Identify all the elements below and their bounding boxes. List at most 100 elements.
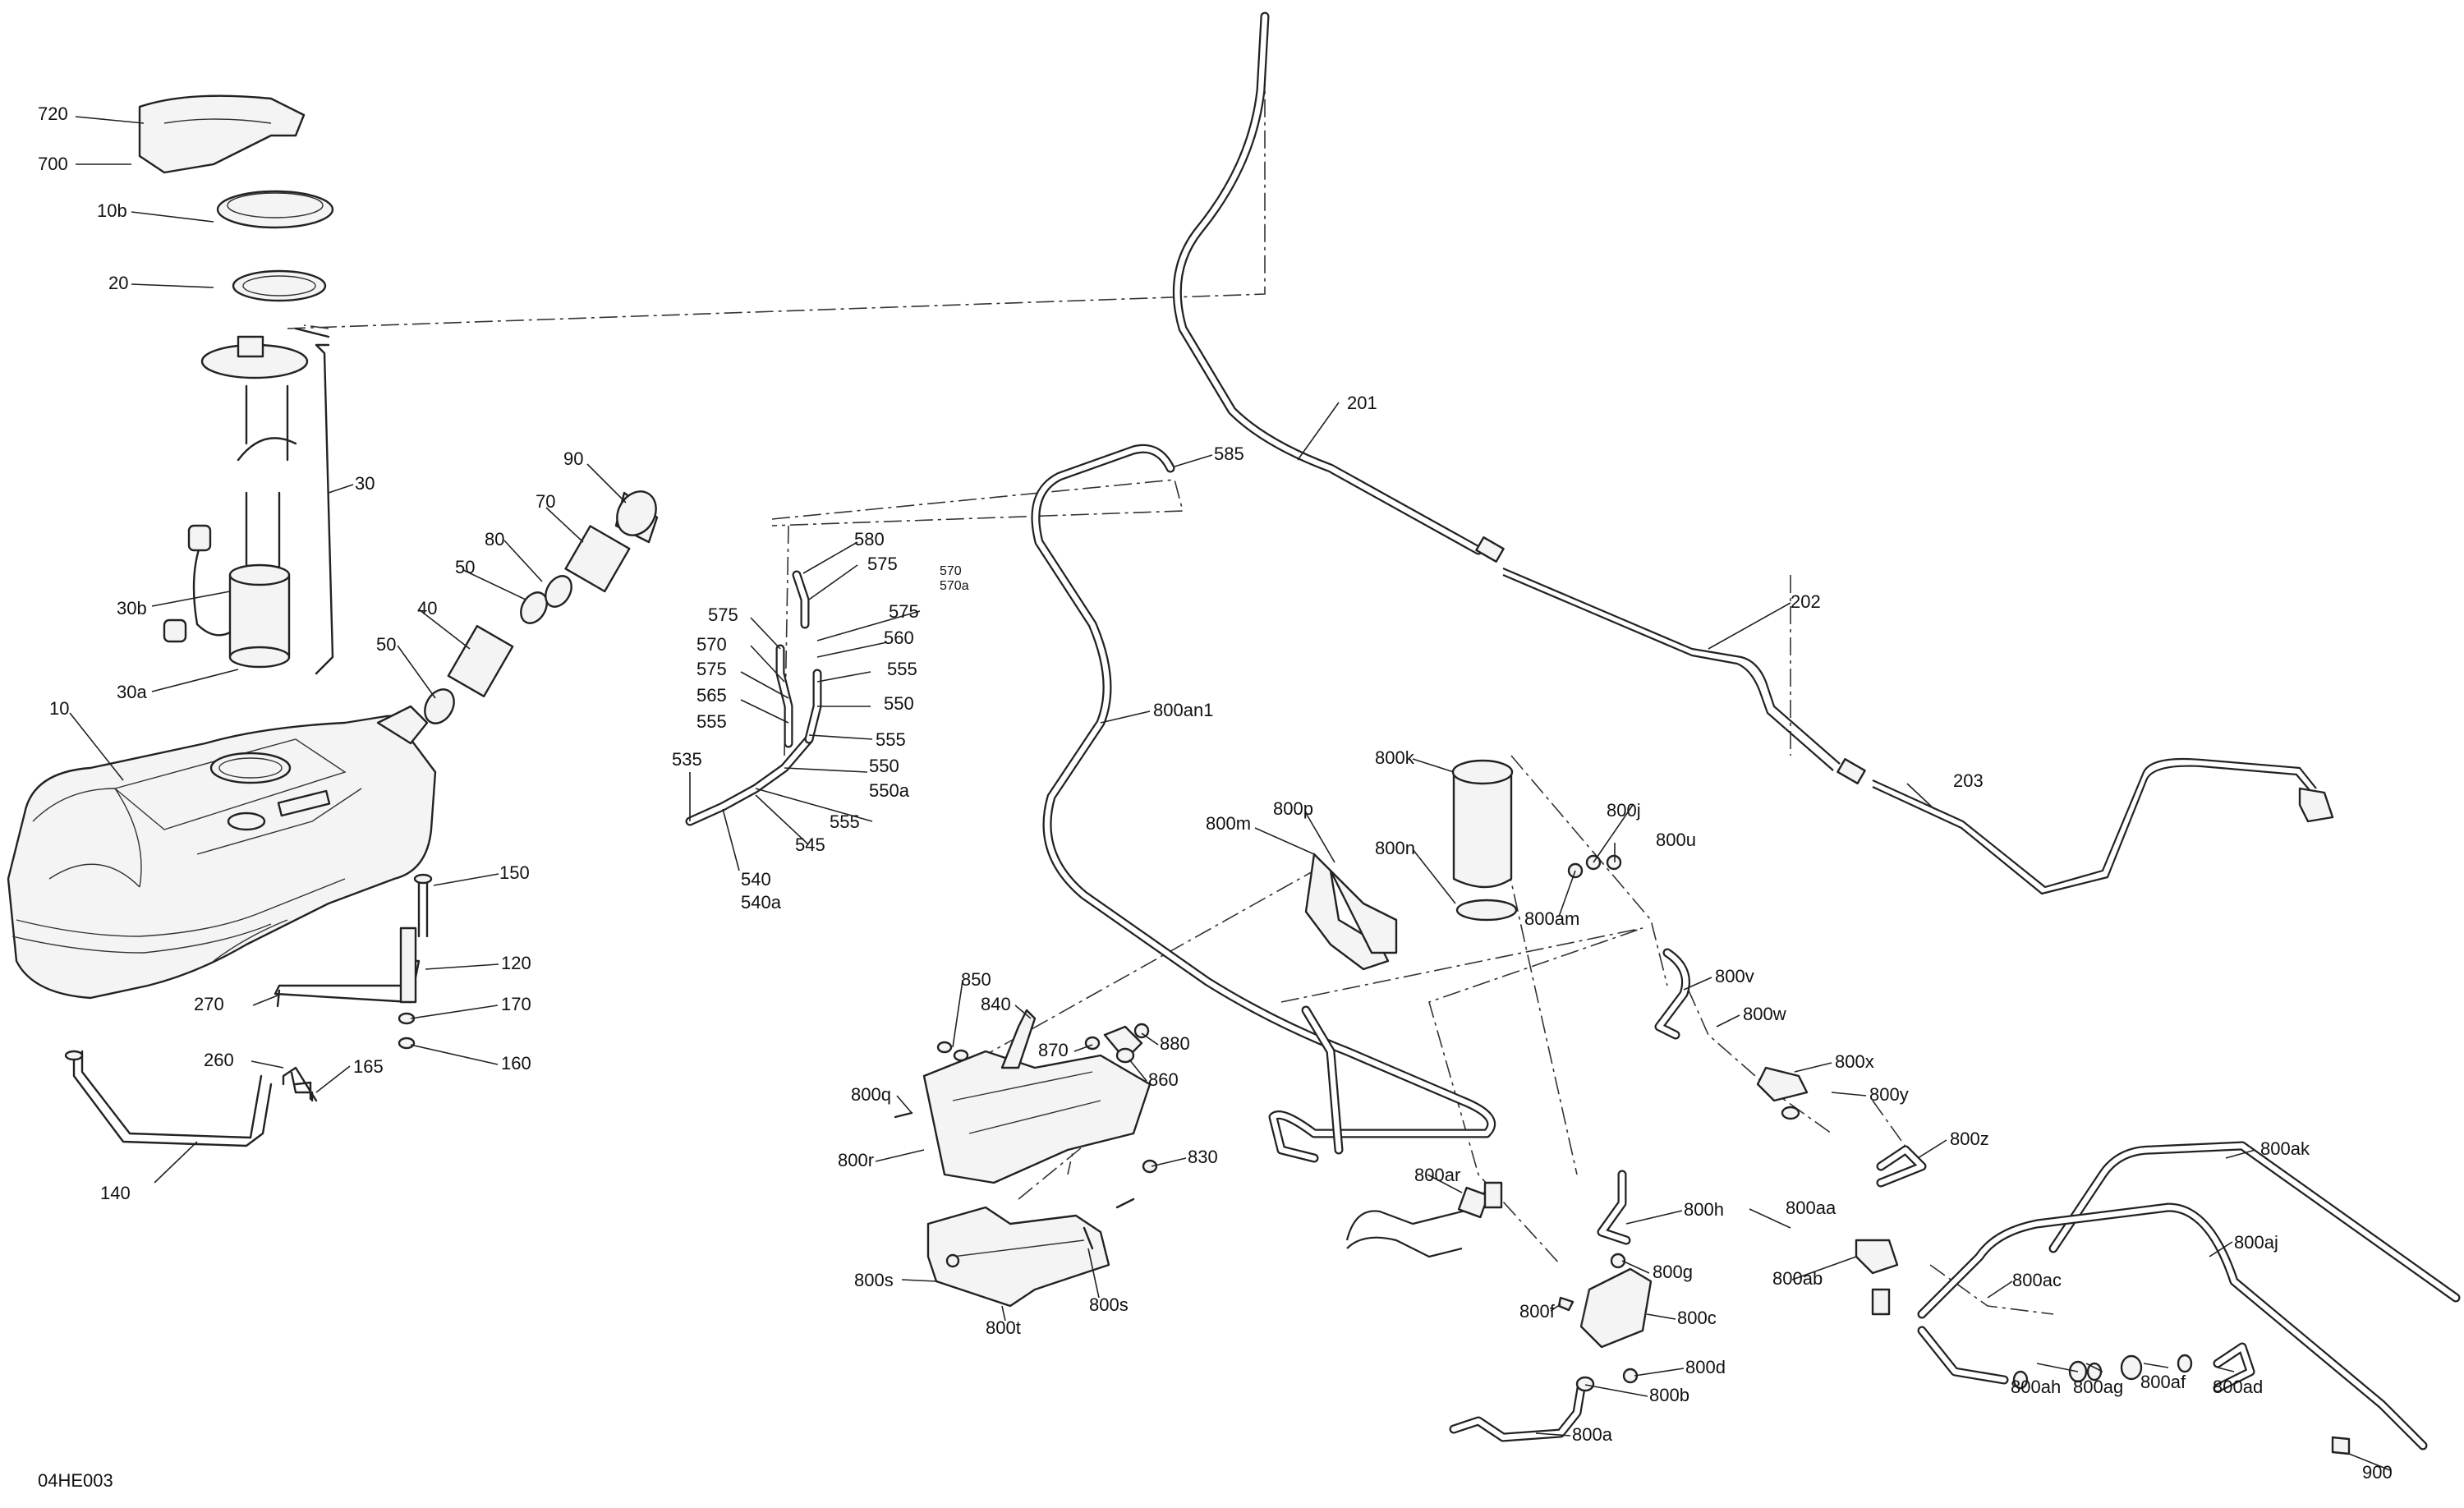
callout-800af: 800af — [2140, 1372, 2186, 1392]
callout-800ab: 800ab — [1772, 1268, 1823, 1289]
callout-550-b: 550 — [869, 756, 899, 776]
callout-575-b: 575 — [708, 605, 738, 625]
callout-800u: 800u — [1656, 830, 1696, 850]
callout-570a-upper: 570a — [940, 579, 969, 593]
callout-900: 900 — [2362, 1462, 2393, 1483]
callout-70: 70 — [536, 491, 555, 512]
callout-800s-right: 800s — [1089, 1294, 1129, 1315]
callout-800b: 800b — [1649, 1385, 1689, 1405]
callout-800j: 800j — [1607, 800, 1641, 821]
callout-800k: 800k — [1375, 747, 1415, 768]
vent-line-800an1 — [1031, 444, 1496, 1163]
callout-800ah: 800ah — [2011, 1377, 2061, 1397]
callout-700: 700 — [38, 154, 68, 174]
callout-800an1: 800an1 — [1153, 700, 1213, 720]
callout-800d: 800d — [1685, 1357, 1726, 1377]
callout-160: 160 — [501, 1053, 531, 1074]
callout-545: 545 — [795, 834, 825, 855]
callout-800q: 800q — [851, 1084, 891, 1105]
callout-203: 203 — [1953, 770, 1984, 791]
callout-40: 40 — [417, 598, 437, 618]
callout-585: 585 — [1214, 444, 1244, 464]
fuel-pump-module — [138, 94, 334, 675]
callout-800y: 800y — [1869, 1084, 1909, 1105]
callout-560: 560 — [884, 628, 914, 648]
evap-canister — [1304, 759, 1622, 971]
callout-565: 565 — [696, 685, 727, 706]
callout-555-b: 555 — [696, 711, 727, 732]
callout-580: 580 — [854, 529, 885, 549]
callout-720: 720 — [38, 103, 68, 124]
callout-270: 270 — [194, 994, 224, 1014]
callout-800a: 800a — [1572, 1424, 1613, 1445]
purge-valve-group — [1449, 1170, 1653, 1442]
callout-880: 880 — [1160, 1033, 1190, 1054]
callout-150: 150 — [499, 862, 530, 883]
callout-10b: 10b — [97, 200, 127, 221]
callout-540a: 540a — [741, 892, 782, 913]
bracket-800r — [894, 1009, 1158, 1184]
callout-120: 120 — [501, 953, 531, 973]
fuel-lines — [1172, 11, 2334, 895]
filler-neck-parts — [424, 490, 659, 724]
callout-540: 540 — [741, 869, 771, 890]
bracket-800t — [926, 1198, 1135, 1308]
callout-800h: 800h — [1684, 1199, 1724, 1220]
purge-line-right — [1654, 948, 1927, 1316]
callout-800c: 800c — [1677, 1308, 1717, 1328]
callout-535: 535 — [672, 749, 702, 770]
callout-800aj: 800aj — [2234, 1232, 2278, 1253]
callout-165: 165 — [353, 1056, 384, 1077]
callout-575-a: 575 — [867, 554, 898, 574]
callout-140: 140 — [100, 1183, 131, 1203]
callout-30: 30 — [355, 473, 375, 494]
callout-80: 80 — [485, 529, 504, 549]
callout-800x: 800x — [1835, 1051, 1874, 1072]
callout-830: 830 — [1188, 1147, 1218, 1167]
leader-lines — [69, 116, 2391, 1471]
callout-800ak: 800ak — [2260, 1138, 2310, 1159]
callout-202: 202 — [1791, 591, 1821, 612]
callout-555-d: 555 — [830, 811, 860, 832]
callout-850: 850 — [961, 969, 991, 990]
callout-570-upper: 570 — [940, 564, 962, 578]
callout-800z: 800z — [1950, 1129, 1989, 1149]
sensor-harness — [1345, 1181, 1503, 1258]
callout-labels: 720 700 10b 20 30 30b 30a 10 90 70 80 50… — [38, 103, 2393, 1483]
callout-800p: 800p — [1273, 798, 1313, 819]
callout-870: 870 — [1038, 1040, 1069, 1060]
callout-800ac: 800ac — [2012, 1270, 2062, 1290]
callout-800aa: 800aa — [1786, 1198, 1837, 1218]
callout-800m: 800m — [1206, 813, 1251, 834]
callout-260: 260 — [204, 1050, 234, 1070]
callout-800n: 800n — [1375, 838, 1415, 858]
callout-800ag: 800ag — [2073, 1377, 2123, 1397]
callout-800ad: 800ad — [2213, 1377, 2263, 1397]
callout-20: 20 — [108, 273, 128, 293]
callout-170: 170 — [501, 994, 531, 1014]
callout-30a: 30a — [117, 682, 147, 702]
callout-550a: 550a — [869, 780, 910, 801]
callout-800ar: 800ar — [1414, 1165, 1460, 1185]
callout-800s-left: 800s — [854, 1270, 894, 1290]
vent-lines-800ak-800aj — [1917, 1141, 2461, 1455]
callout-90: 90 — [563, 448, 583, 469]
callout-800w: 800w — [1743, 1004, 1786, 1024]
fuel-tank — [7, 705, 437, 1000]
callout-575-d: 575 — [696, 659, 727, 679]
callout-575-c: 575 — [889, 601, 919, 622]
callout-50-upper: 50 — [455, 557, 475, 577]
callout-800am: 800am — [1524, 908, 1579, 929]
callout-800r: 800r — [838, 1150, 874, 1170]
callout-800v: 800v — [1715, 966, 1754, 986]
callout-10: 10 — [49, 698, 69, 719]
callout-800g: 800g — [1653, 1262, 1693, 1282]
drawing-reference: 04HE003 — [38, 1470, 113, 1491]
callout-30b: 30b — [117, 598, 147, 618]
callout-840: 840 — [981, 994, 1011, 1014]
callout-860: 860 — [1148, 1069, 1179, 1090]
callout-570-lower: 570 — [696, 634, 727, 655]
callout-800f: 800f — [1519, 1301, 1556, 1322]
callout-555-c: 555 — [876, 729, 906, 750]
